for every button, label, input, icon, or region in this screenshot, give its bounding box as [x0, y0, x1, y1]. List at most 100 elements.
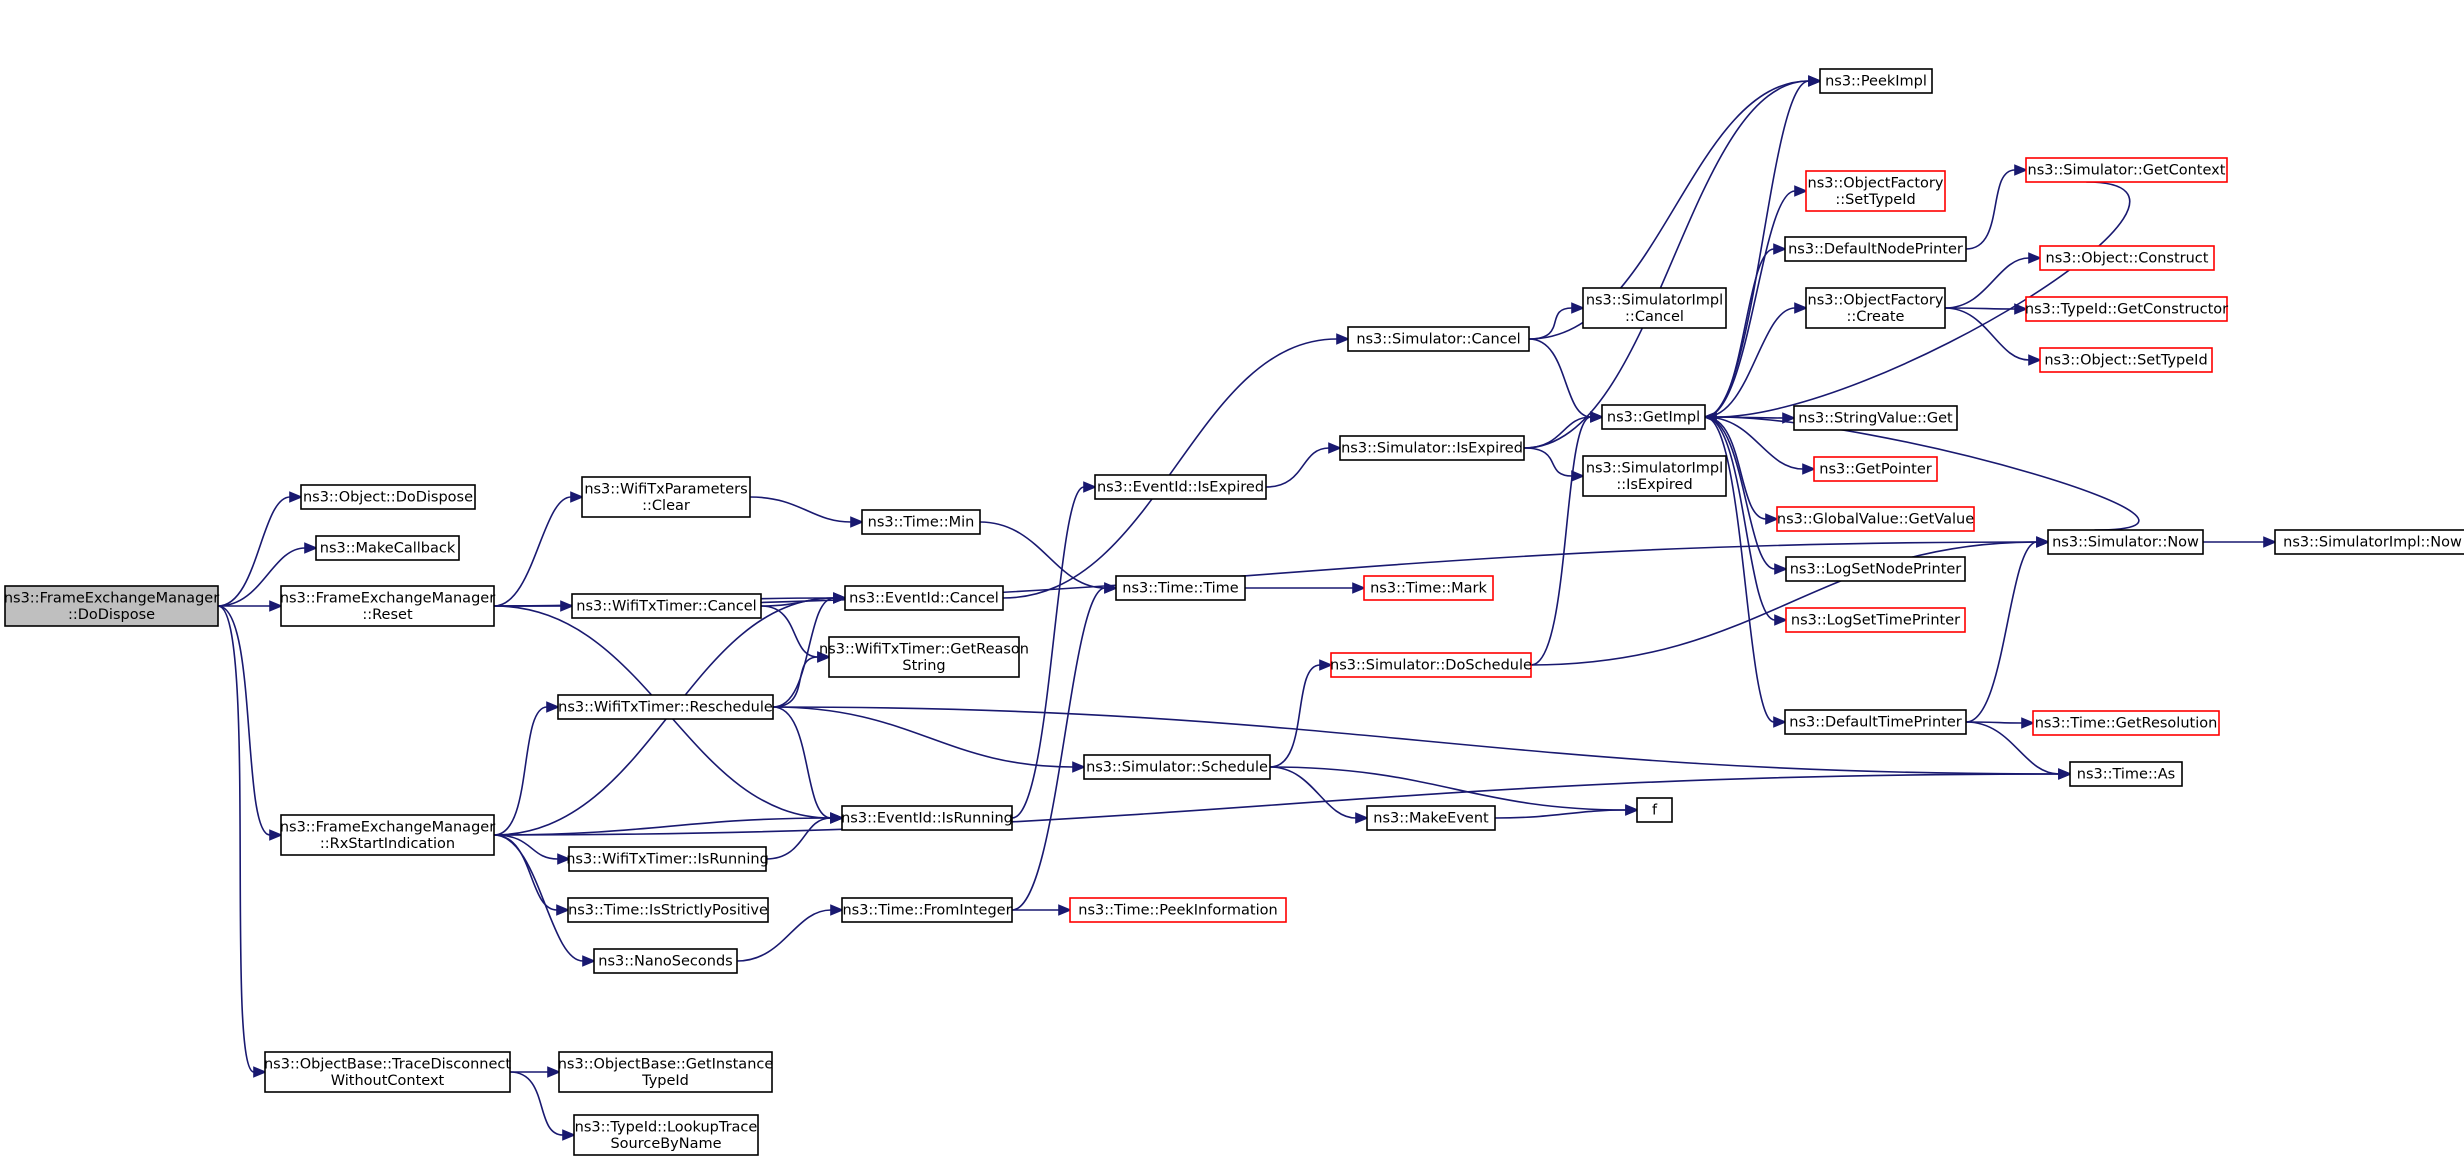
node-f[interactable]: f: [1636, 797, 1673, 823]
node-label: ::DoDispose: [68, 607, 155, 623]
node-sim-impl-now[interactable]: ns3::SimulatorImpl::Now: [2274, 529, 2464, 555]
node-get-pointer[interactable]: ns3::GetPointer: [1813, 456, 1938, 482]
node-label: ns3::Time::FromInteger: [842, 903, 1011, 919]
node-time-get-res[interactable]: ns3::Time::GetResolution: [2032, 710, 2220, 736]
node-log-set-time-printer[interactable]: ns3::LogSetTimePrinter: [1785, 607, 1966, 633]
function-nodes: ns3::FrameExchangeManager::DoDisposens3:…: [4, 68, 2464, 1156]
node-label: ns3::Simulator::GetContext: [2028, 163, 2226, 179]
edge-root-to-make-callback: [217, 542, 319, 607]
node-obj-fact-set-type-id[interactable]: ns3::ObjectFactory::SetTypeId: [1805, 170, 1946, 212]
node-def-node-printer[interactable]: ns3::DefaultNodePrinter: [1784, 236, 1967, 262]
node-sim-now[interactable]: ns3::Simulator::Now: [2047, 529, 2204, 555]
edge-make-event-to-f: [1494, 804, 1640, 819]
node-ev-cancel[interactable]: ns3::EventId::Cancel: [844, 585, 1004, 611]
edge-fem-rx-to-nano-sec: [493, 834, 597, 967]
node-peek-impl[interactable]: ns3::PeekImpl: [1819, 68, 1933, 94]
node-label: ns3::ObjectBase::TraceDisconnect: [264, 1056, 511, 1072]
node-label: ns3::EventId::IsExpired: [1097, 480, 1264, 496]
node-wtp-clear[interactable]: ns3::WifiTxParameters::Clear: [581, 476, 751, 518]
node-sim-impl-is-expired[interactable]: ns3::SimulatorImpl::IsExpired: [1582, 455, 1727, 497]
node-log-set-node-printer[interactable]: ns3::LogSetNodePrinter: [1785, 556, 1966, 582]
node-get-impl[interactable]: ns3::GetImpl: [1601, 404, 1706, 430]
node-label: ns3::Object::SetTypeId: [2044, 353, 2207, 369]
node-label: ns3::MakeEvent: [1373, 811, 1489, 827]
node-label: ::RxStartIndication: [320, 836, 455, 852]
edge-fem-reset-to-wtp-clear: [493, 491, 585, 607]
edge-wtp-clear-to-time-min: [749, 496, 865, 528]
node-make-event[interactable]: ns3::MakeEvent: [1366, 805, 1496, 831]
edge-root-to-fem-reset: [218, 600, 284, 612]
node-str-val-get[interactable]: ns3::StringValue::Get: [1793, 405, 1958, 431]
edge-def-node-printer-to-sim-get-context: [1965, 164, 2029, 250]
edge-sim-do-schedule-to-get-impl: [1530, 411, 1605, 666]
node-obj-fact-create[interactable]: ns3::ObjectFactory::Create: [1805, 287, 1946, 329]
node-time-min[interactable]: ns3::Time::Min: [861, 509, 981, 535]
edge-time-min-to-time-time: [979, 521, 1119, 594]
edge-ev-cancel-to-sim-cancel: [1002, 333, 1351, 599]
node-label: ns3::Time::GetResolution: [2035, 716, 2218, 732]
node-time-as[interactable]: ns3::Time::As: [2069, 761, 2183, 787]
node-time-peek-info[interactable]: ns3::Time::PeekInformation: [1069, 897, 1287, 923]
node-label: f: [1652, 803, 1658, 819]
node-wtt-resched[interactable]: ns3::WifiTxTimer::Reschedule: [557, 694, 774, 720]
node-label: ns3::ObjectFactory: [1808, 175, 1944, 191]
edge-obj-fact-create-to-type-id-get-ctor: [1944, 303, 2029, 315]
node-type-id-get-ctor[interactable]: ns3::TypeId::GetConstructor: [2025, 296, 2228, 322]
node-label: TypeId: [641, 1073, 689, 1089]
node-ev-is-running[interactable]: ns3::EventId::IsRunning: [841, 805, 1013, 831]
node-root[interactable]: ns3::FrameExchangeManager::DoDispose: [4, 585, 219, 627]
node-label: ::Create: [1847, 309, 1905, 325]
node-label: ns3::Time::Mark: [1370, 581, 1487, 597]
node-obj-do-dispose[interactable]: ns3::Object::DoDispose: [300, 484, 476, 510]
node-label: String: [902, 658, 945, 674]
edge-root-to-obj-do-dispose: [217, 491, 304, 607]
node-ev-is-expired[interactable]: ns3::EventId::IsExpired: [1094, 474, 1267, 500]
node-label: ns3::ObjectFactory: [1808, 292, 1944, 308]
node-fem-rx[interactable]: ns3::FrameExchangeManager::RxStartIndica…: [280, 814, 495, 856]
node-label: ::Clear: [642, 498, 690, 514]
node-label: ns3::Simulator::Now: [2052, 535, 2199, 551]
node-make-callback[interactable]: ns3::MakeCallback: [315, 535, 460, 561]
node-trace-disc[interactable]: ns3::ObjectBase::TraceDisconnectWithoutC…: [264, 1051, 511, 1093]
node-time-mark[interactable]: ns3::Time::Mark: [1363, 575, 1494, 601]
node-sim-schedule[interactable]: ns3::Simulator::Schedule: [1083, 754, 1271, 780]
node-label: ns3::StringValue::Get: [1798, 411, 1953, 427]
node-label: ns3::Time::Time: [1122, 581, 1239, 597]
node-time-time[interactable]: ns3::Time::Time: [1115, 575, 1246, 601]
node-wtt-cancel[interactable]: ns3::WifiTxTimer::Cancel: [571, 593, 762, 619]
edge-time-from-int-to-time-time: [1011, 582, 1119, 911]
node-obj-construct[interactable]: ns3::Object::Construct: [2039, 245, 2215, 271]
node-obj-set-type-id[interactable]: ns3::Object::SetTypeId: [2039, 347, 2213, 373]
node-label: ns3::Object::DoDispose: [303, 490, 473, 506]
edge-def-time-printer-to-time-as: [1965, 721, 2073, 780]
node-glob-val-get-value[interactable]: ns3::GlobalValue::GetValue: [1776, 506, 1975, 532]
node-label: ns3::ObjectBase::GetInstance: [558, 1056, 774, 1072]
node-fem-reset[interactable]: ns3::FrameExchangeManager::Reset: [280, 585, 495, 627]
node-def-time-printer[interactable]: ns3::DefaultTimePrinter: [1784, 709, 1967, 735]
node-label: ns3::GlobalValue::GetValue: [1777, 512, 1974, 528]
edge-wtt-resched-to-sim-schedule: [772, 706, 1087, 773]
edge-get-impl-to-def-time-printer: [1704, 416, 1788, 728]
node-time-from-int[interactable]: ns3::Time::FromInteger: [841, 897, 1013, 923]
node-sim-cancel[interactable]: ns3::Simulator::Cancel: [1347, 326, 1530, 352]
edge-get-impl-to-log-set-node-printer: [1704, 416, 1789, 575]
node-sim-get-context[interactable]: ns3::Simulator::GetContext: [2025, 157, 2228, 183]
node-nano-sec[interactable]: ns3::NanoSeconds: [593, 948, 738, 974]
node-wtt-is-running[interactable]: ns3::WifiTxTimer::IsRunning: [566, 846, 769, 872]
node-sim-do-schedule[interactable]: ns3::Simulator::DoSchedule: [1330, 652, 1532, 678]
edge-fem-rx-to-ev-is-running: [493, 812, 845, 836]
node-label: ns3::LogSetNodePrinter: [1790, 562, 1962, 578]
node-sim-is-expired[interactable]: ns3::Simulator::IsExpired: [1339, 435, 1525, 461]
node-sim-impl-cancel[interactable]: ns3::SimulatorImpl::Cancel: [1582, 287, 1727, 329]
node-label: ns3::WifiTxTimer::Cancel: [576, 599, 756, 615]
node-time-is-sp[interactable]: ns3::Time::IsStrictlyPositive: [567, 897, 769, 923]
node-label: ns3::TypeId::LookupTrace: [575, 1119, 758, 1135]
node-label: ns3::Time::IsStrictlyPositive: [568, 903, 768, 919]
node-label: SourceByName: [610, 1136, 721, 1152]
edge-wtt-is-running-to-ev-is-running: [765, 812, 845, 860]
edge-time-from-int-to-time-peek-info: [1011, 904, 1073, 916]
